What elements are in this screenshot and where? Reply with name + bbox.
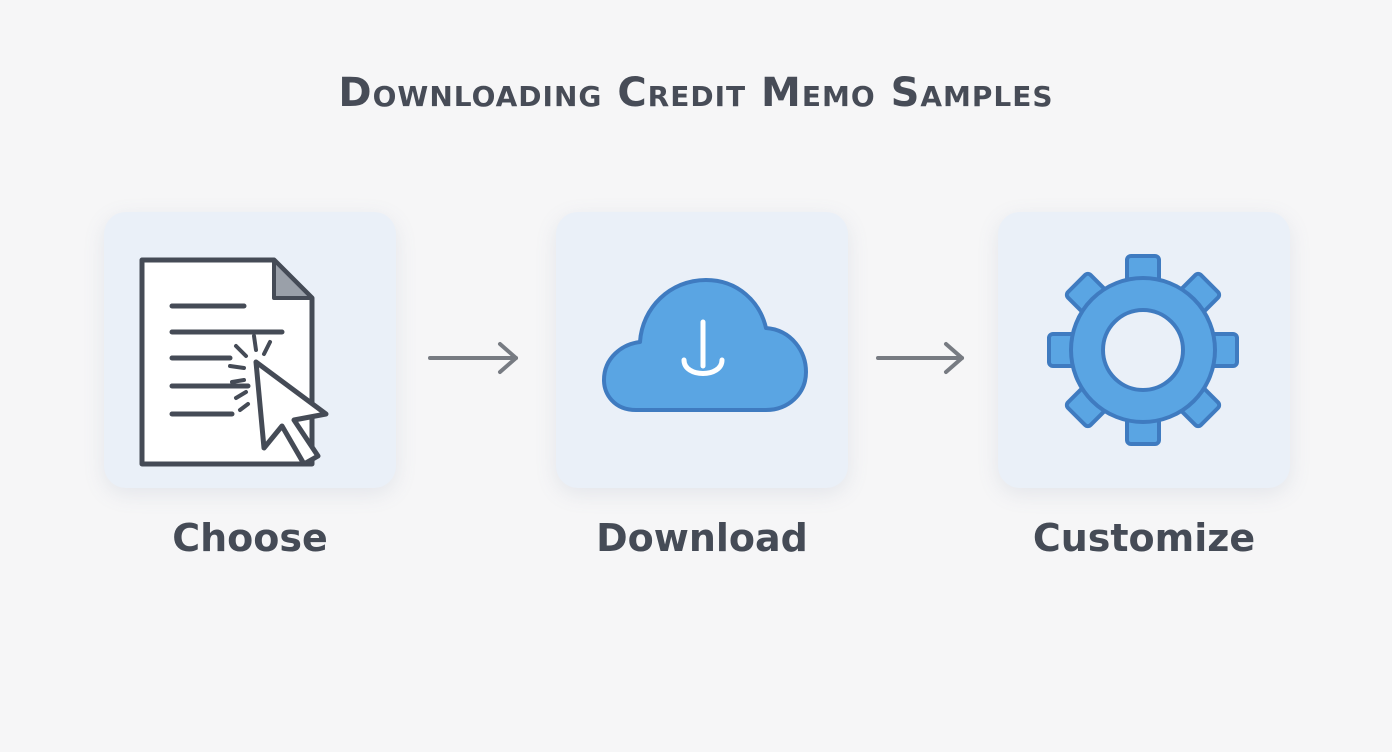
cloud-download-icon [602, 278, 808, 412]
step-label-customize: Customize [1032, 516, 1256, 560]
step-tile [556, 212, 848, 488]
step-customize: Customize [998, 212, 1290, 560]
page-title: Downloading Credit Memo Samples [338, 70, 1054, 116]
step-label-choose: Choose [172, 516, 328, 560]
step-tile [104, 212, 396, 488]
arrow-right-icon [876, 342, 964, 374]
step-label-download: Download [596, 516, 808, 560]
document-cursor-icon [139, 257, 329, 467]
step-tile [998, 212, 1290, 488]
gear-icon [1047, 254, 1239, 446]
arrow-right-icon [428, 342, 518, 374]
step-choose: Choose [104, 212, 396, 560]
step-download: Download [556, 212, 848, 560]
